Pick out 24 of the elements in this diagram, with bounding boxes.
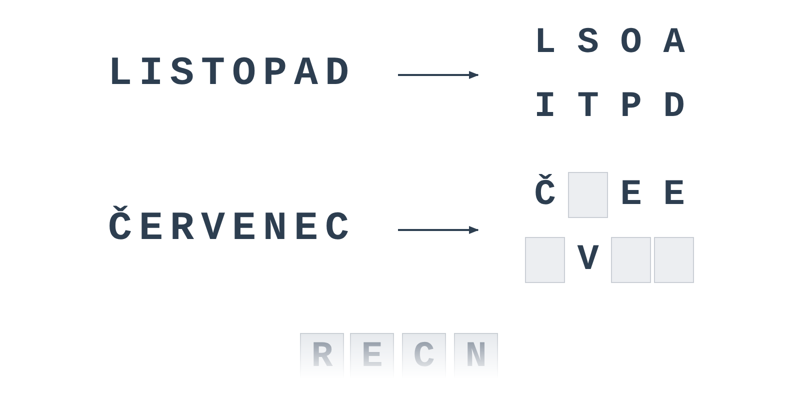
faded-letter-tile: N bbox=[454, 333, 498, 379]
arrow bbox=[398, 71, 479, 79]
letter: A bbox=[662, 21, 686, 65]
empty-letter-tile bbox=[568, 172, 608, 218]
word-text: LISTOPAD bbox=[108, 52, 356, 97]
letter: L bbox=[533, 21, 557, 65]
letter: O bbox=[619, 21, 643, 65]
letter: T bbox=[576, 85, 600, 129]
letter: Č bbox=[533, 173, 557, 217]
letter: V bbox=[576, 238, 600, 282]
letter: D bbox=[662, 85, 686, 129]
letter: E bbox=[662, 173, 686, 217]
faded-letter-tile: C bbox=[402, 333, 446, 379]
faded-letter-tile: E bbox=[350, 333, 394, 379]
letter: P bbox=[619, 85, 643, 129]
faded-letter-tile: R bbox=[300, 333, 344, 379]
word-text: ČERVENEC bbox=[108, 207, 356, 252]
arrow bbox=[398, 226, 479, 234]
letter: I bbox=[533, 85, 557, 129]
empty-letter-tile bbox=[525, 237, 565, 283]
letter: E bbox=[619, 173, 643, 217]
empty-letter-tile bbox=[611, 237, 651, 283]
letter: S bbox=[576, 21, 600, 65]
empty-letter-tile bbox=[654, 237, 694, 283]
